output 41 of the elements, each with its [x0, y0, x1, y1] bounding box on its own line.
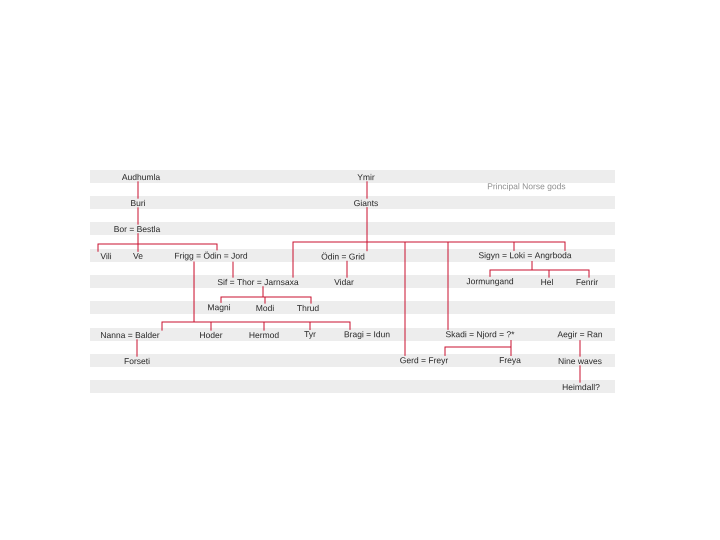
name-text: Skadi = Njord = ?*: [446, 331, 514, 339]
name-text: Sif = Thor = Jarnsaxa: [218, 278, 299, 286]
name-text: Ve: [133, 253, 143, 259]
connector-line: [366, 207, 566, 251]
name-text: Nine waves: [558, 358, 602, 364]
name-text: Ymir: [357, 174, 375, 180]
name-text: Audhumla: [122, 174, 160, 180]
connector-line: [346, 260, 348, 278]
connector-line: [138, 233, 218, 250]
connector-line: [510, 340, 512, 356]
connector-line: [532, 261, 590, 278]
connector-line: [194, 262, 350, 330]
name-text: Aegir = Ran: [557, 331, 602, 339]
name-text: Freya: [500, 357, 521, 365]
name-text: Ödin = Grid: [322, 252, 364, 260]
name-text: Vidar: [334, 278, 354, 286]
name-text: Bragi = Idun: [344, 331, 390, 339]
name-text: Bor = Bestla: [114, 226, 160, 232]
name-text: Tyr: [304, 331, 316, 339]
name-text: Modi: [256, 304, 274, 312]
connector-line: [232, 262, 234, 278]
name-text: Hel: [541, 278, 553, 286]
name-text: Thrud: [297, 304, 319, 312]
connector-line: [366, 181, 368, 199]
name-text: Magni: [208, 304, 230, 312]
name-text: Heimdall?: [562, 384, 600, 390]
name-text: Hoder: [200, 332, 222, 338]
connector-line: [262, 286, 312, 304]
name-text: Buri: [131, 200, 145, 206]
name-text: Vili: [100, 252, 112, 260]
name-text: Fenrir: [576, 278, 598, 286]
name-text: Sigyn = Loki = Angrboda: [478, 252, 572, 260]
name-text: Jormungand: [466, 278, 514, 286]
name-text: Hermod: [250, 332, 279, 338]
name-text: Forseti: [124, 358, 150, 364]
name-text: Frigg = Ödin = Jord: [175, 252, 248, 260]
name-text: Nanna = Balder: [101, 332, 160, 338]
name-text: Giants: [354, 200, 378, 206]
title-text: Principal Norse gods: [488, 183, 566, 191]
connector-line: [136, 339, 138, 357]
name-text: Gerd = Freyr: [400, 357, 448, 365]
